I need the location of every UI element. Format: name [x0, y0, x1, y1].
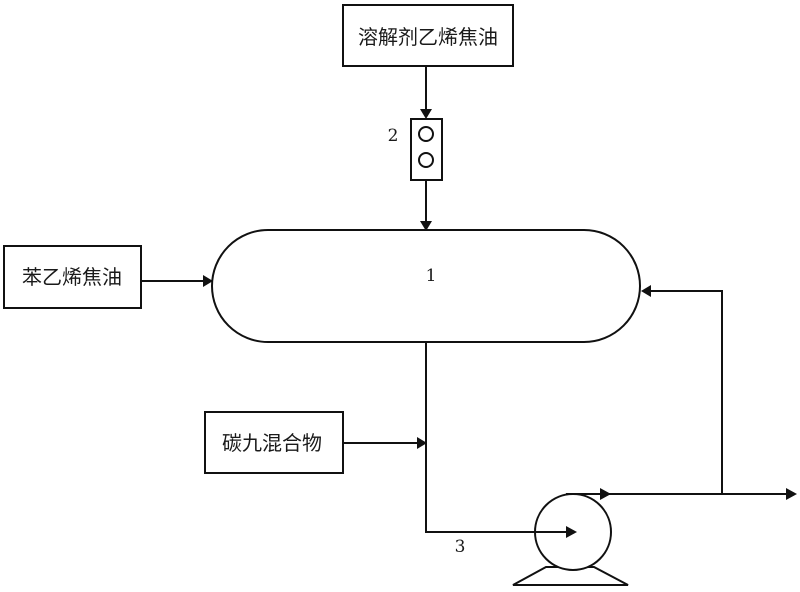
styrene-tar-feed-label: 苯乙烯焦油: [22, 265, 122, 289]
flow-recycle-to-reactor: [641, 285, 723, 494]
pump-node: [512, 493, 629, 586]
c9-mixture-feed-node: 碳九混合物: [204, 411, 344, 474]
styrene-tar-feed-node: 苯乙烯焦油: [3, 245, 142, 309]
flow-c9-to-line: [343, 437, 427, 449]
flow-styrene-to-reactor: [141, 275, 213, 287]
valve-circle-top-icon: [418, 126, 434, 142]
outlet-arrow-right-icon: [786, 488, 797, 500]
meter-valve-box: [410, 118, 443, 181]
reactor-vessel: [211, 229, 641, 343]
c9-mixture-feed-box: [204, 411, 344, 474]
meter-valve-node: 2: [388, 118, 443, 181]
arrow-right-icon: [417, 437, 427, 449]
flow-solvent-to-valve: [420, 66, 432, 119]
pump-number: 3: [455, 537, 466, 557]
flow-pump-outlet: [566, 488, 797, 500]
flow-line: [425, 342, 568, 533]
meter-valve-number: 2: [388, 126, 399, 146]
solvent-feed-label: 溶解剂乙烯焦油: [358, 25, 498, 49]
arrow-right-icon: [566, 526, 577, 538]
flow-valve-to-reactor: [420, 180, 432, 231]
reactor-node: 1: [211, 229, 641, 343]
valve-circle-bottom-icon: [418, 152, 434, 168]
reactor-number: 1: [426, 266, 437, 286]
arrow-left-icon: [641, 285, 651, 297]
solvent-feed-node: 溶解剂乙烯焦油: [342, 4, 514, 67]
c9-mixture-feed-label: 碳九混合物: [222, 431, 322, 455]
flow-line: [650, 290, 723, 494]
solvent-feed-box: [342, 4, 514, 67]
arrow-down-icon: [420, 109, 432, 119]
styrene-tar-feed-box: [3, 245, 142, 309]
arrow-right-icon: [203, 275, 213, 287]
arrow-right-icon: [600, 488, 611, 500]
arrow-down-icon: [420, 221, 432, 231]
